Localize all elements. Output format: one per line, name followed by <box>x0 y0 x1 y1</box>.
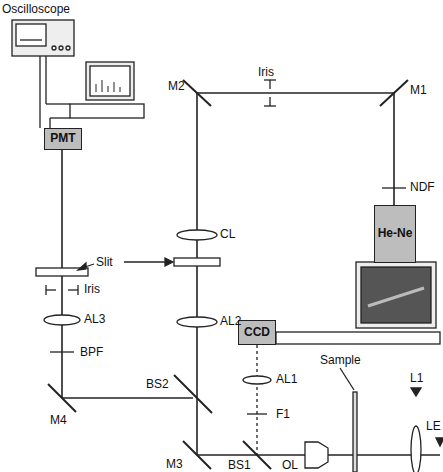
beam-splitter <box>174 375 212 413</box>
ccd-monitor <box>356 262 436 328</box>
part-label: M3 <box>166 458 183 471</box>
part-label: M2 <box>168 80 185 93</box>
part-label: F1 <box>276 408 290 421</box>
slit <box>174 258 220 266</box>
part-label: Slit <box>96 256 113 269</box>
part-label: BS1 <box>228 459 251 472</box>
component-name: PMT <box>50 132 75 145</box>
part-label: AL3 <box>84 313 105 326</box>
part-label: LE <box>426 420 441 433</box>
lens <box>177 230 217 240</box>
component-box: CCD <box>238 320 276 345</box>
mirror <box>380 80 408 106</box>
computer-box <box>70 104 144 118</box>
part-label: L1 <box>410 372 423 385</box>
computer-monitor <box>86 62 134 100</box>
lens <box>44 315 80 325</box>
part-label: NDF <box>410 181 435 194</box>
mirror <box>48 384 76 412</box>
part-label: Iris <box>84 283 100 296</box>
part-label: BS2 <box>146 378 169 391</box>
lens <box>177 317 217 327</box>
mirror <box>183 441 211 469</box>
filter <box>382 187 406 188</box>
filter <box>247 413 267 414</box>
part-label: BPF <box>80 346 103 359</box>
part-label: OL <box>282 459 298 472</box>
objective-lens <box>305 442 328 468</box>
part-label: AL1 <box>276 373 297 386</box>
laser-beam <box>197 92 394 94</box>
lens <box>411 426 421 472</box>
component-box: PMT <box>44 128 82 150</box>
component-box: He-Ne <box>374 205 417 263</box>
lens <box>243 376 271 384</box>
ccd-cable <box>276 332 440 344</box>
component-name: He-Ne <box>378 227 413 240</box>
part-label: M1 <box>410 84 427 97</box>
part-label: CL <box>220 228 235 241</box>
filter <box>50 351 74 352</box>
part-label: AL2 <box>220 315 241 328</box>
part-label: Oscilloscope <box>2 3 70 16</box>
part-label: Iris <box>258 66 274 79</box>
oscilloscope-icon <box>12 20 74 56</box>
component-name: CCD <box>244 326 270 339</box>
sample-slide <box>353 392 357 472</box>
part-label: M4 <box>50 414 67 427</box>
part-label: Sample <box>320 354 361 367</box>
